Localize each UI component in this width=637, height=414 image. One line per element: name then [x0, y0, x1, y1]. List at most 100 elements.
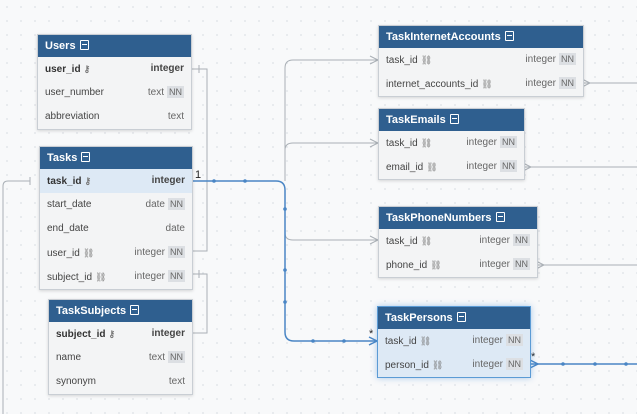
column-type: text [168, 376, 185, 387]
table-header[interactable]: TaskSubjects [49, 300, 192, 322]
column-name: user_id [45, 64, 81, 75]
column-name: phone_id [386, 260, 428, 271]
table-row[interactable]: abbreviation text [38, 105, 191, 129]
key-icon: ⚷ [108, 329, 116, 339]
key-icon: ⚷ [83, 64, 91, 74]
note-icon[interactable] [495, 212, 505, 222]
column-type: integer [466, 137, 497, 148]
column-name: subject_id [47, 272, 93, 283]
not-null-badge: NN [500, 136, 517, 148]
link-icon: ⛓ [426, 162, 438, 172]
link-icon: ⛓ [95, 272, 107, 282]
column-name: task_id [386, 236, 418, 247]
column-type: integer [134, 271, 165, 282]
column-type: integer [479, 259, 510, 270]
note-icon[interactable] [79, 40, 89, 50]
rel-left-edge [2, 180, 30, 414]
table-header[interactable]: Tasks [40, 147, 192, 169]
column-name: internet_accounts_id [386, 79, 479, 90]
table-title: Users [45, 40, 76, 52]
rel-users-tasks [191, 68, 208, 252]
link-icon: ⛓ [82, 248, 95, 258]
link-icon: ⛓ [481, 79, 493, 89]
rel-tasks-internetaccounts [284, 59, 378, 181]
column-type: date [145, 199, 165, 210]
link-icon: ⛓ [431, 360, 444, 370]
note-icon[interactable] [130, 305, 140, 315]
table-title: Tasks [47, 152, 78, 164]
not-null-badge: NN [168, 198, 185, 210]
note-icon[interactable] [504, 31, 514, 41]
not-null-badge: NN [513, 234, 530, 246]
column-type: date [165, 223, 185, 234]
table-row[interactable]: subject_id⚷integer [49, 322, 192, 346]
column-name: person_id [385, 360, 429, 371]
link-icon: ⛓ [420, 236, 433, 246]
not-null-badge: NN [168, 270, 185, 282]
table-title: TaskSubjects [56, 305, 127, 317]
column-type: integer [134, 247, 165, 258]
note-icon[interactable] [81, 152, 91, 162]
table-header[interactable]: TaskInternetAccounts [379, 26, 583, 48]
table-row[interactable]: user_id⚷integer [38, 57, 191, 81]
rel-tasks-subjects [191, 273, 208, 334]
rel-tasks-phonenumbers [284, 232, 378, 241]
table-row[interactable]: task_id⚷integer [40, 169, 192, 193]
column-type: integer [472, 359, 503, 370]
key-icon: ⚷ [84, 176, 92, 186]
column-name: email_id [386, 162, 424, 173]
column-name: start_date [47, 199, 92, 210]
note-icon[interactable] [449, 114, 459, 124]
not-null-badge: NN [167, 86, 184, 98]
note-icon[interactable] [456, 312, 466, 322]
column-type: integer [479, 235, 510, 246]
link-icon: ⛓ [420, 138, 433, 148]
link-icon: ⛓ [430, 260, 442, 270]
table-title: TaskPersons [385, 312, 453, 324]
column-name: task_id [386, 138, 418, 149]
column-name: task_id [386, 55, 418, 66]
rel-tasks-persons [192, 180, 377, 342]
link-icon: ⛓ [420, 55, 433, 65]
table-title: TaskPhoneNumbers [386, 212, 492, 224]
table-header[interactable]: Users [38, 35, 191, 57]
not-null-badge: NN [500, 160, 517, 172]
column-type: text [167, 111, 184, 122]
table-header[interactable]: TaskEmails [379, 109, 524, 131]
column-name: abbreviation [45, 111, 100, 122]
column-type: integer [525, 54, 556, 65]
rel-tasks-emails [284, 142, 378, 151]
cardinality-many-left: * [369, 328, 374, 340]
table-header[interactable]: TaskPhoneNumbers [379, 207, 537, 229]
link-icon: ⛓ [419, 336, 432, 346]
table-header[interactable]: TaskPersons [378, 307, 530, 329]
not-null-badge: NN [168, 351, 185, 363]
column-type: integer [466, 161, 497, 172]
column-name: task_id [47, 176, 82, 187]
column-name: user_id [47, 248, 80, 259]
not-null-badge: NN [168, 246, 185, 258]
